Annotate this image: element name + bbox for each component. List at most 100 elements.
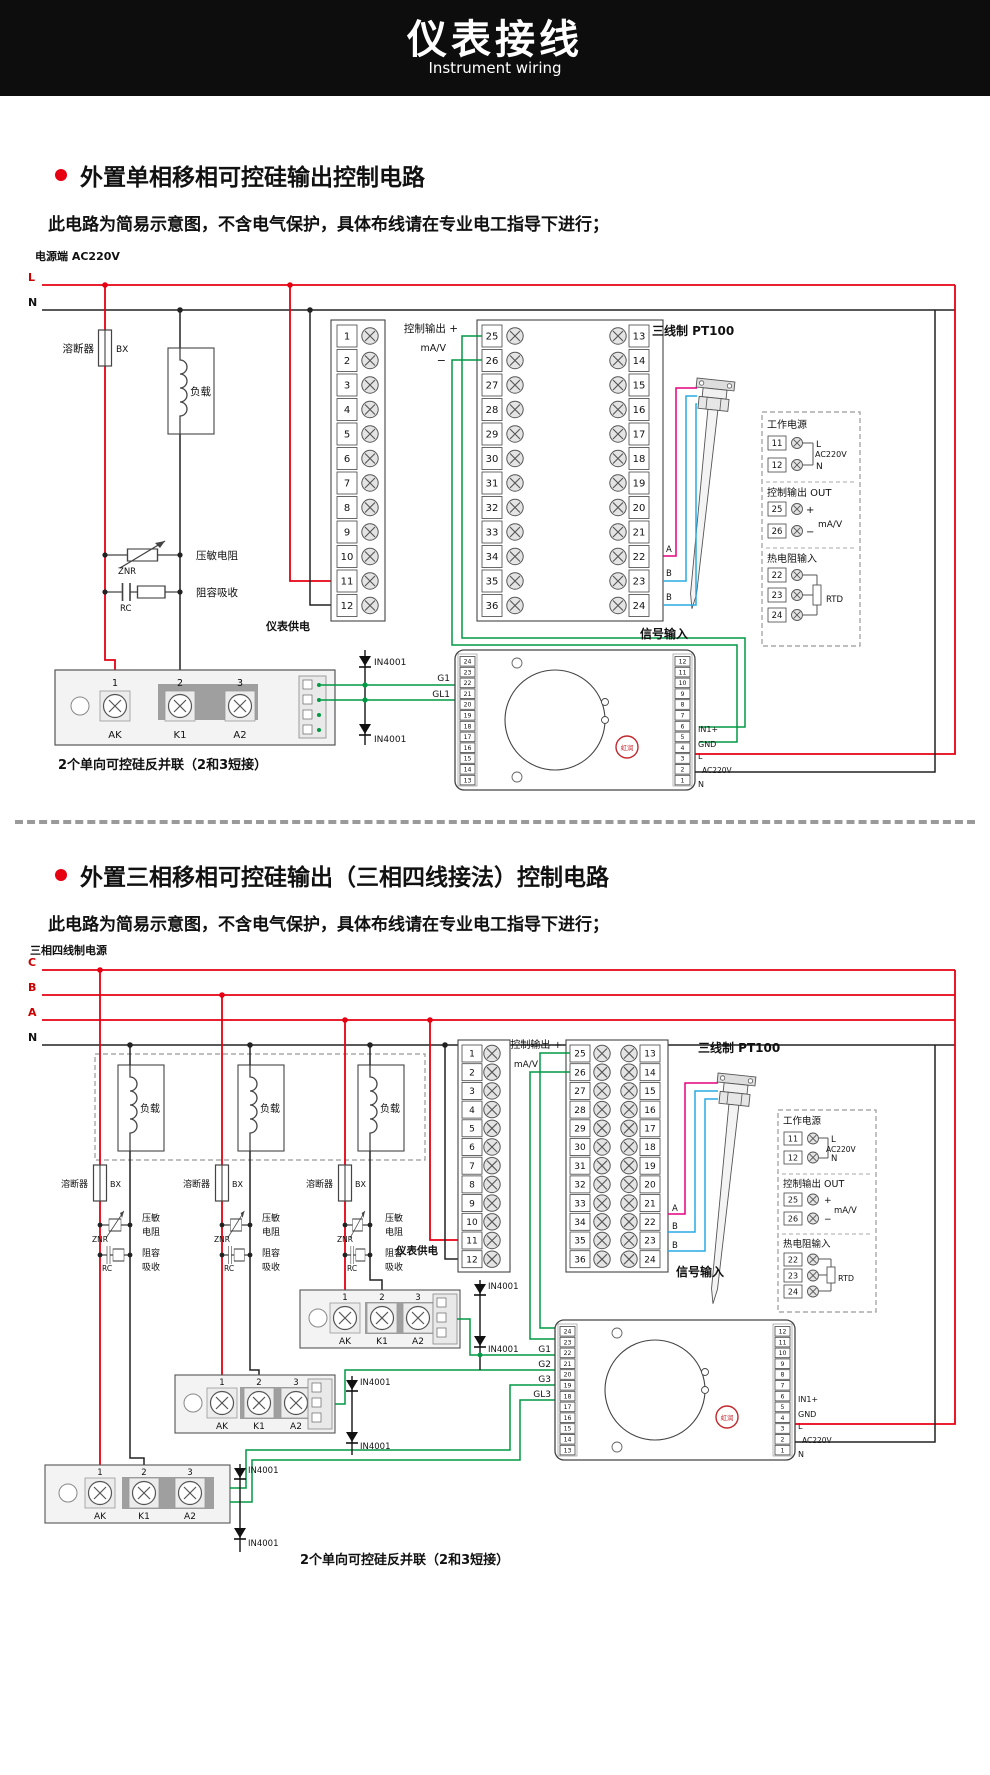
line-b-label: B <box>28 981 36 994</box>
dev-left-num-20: 20 <box>564 1372 572 1379</box>
dev-right-num-2: 2 <box>781 1437 785 1444</box>
terminal-right-box-14 <box>639 1063 661 1082</box>
terminal-mid-box-31 <box>569 1156 591 1175</box>
legend-power-box-12 <box>783 1150 803 1165</box>
scr-caption: 2个单向可控硅反并联（2和3短接） <box>300 1552 509 1568</box>
dev-left-num-24: 24 <box>564 1329 572 1336</box>
screw-terminal-icon <box>807 1132 819 1145</box>
znr-2: ZNR <box>214 1235 230 1244</box>
load-label: 负载 <box>190 385 211 398</box>
dev-right-box-7 <box>774 1380 791 1391</box>
page-title: 仪表接线 <box>407 17 583 63</box>
dev-right-num-1: 1 <box>781 1447 785 1454</box>
screw-terminal-icon <box>620 1156 638 1175</box>
terminal-left-num-8: 8 <box>344 503 350 514</box>
varistor-label-1a: 压敏 <box>142 1212 160 1224</box>
minus-label: − <box>437 354 446 367</box>
dev-gnd-label: GND <box>798 1410 816 1419</box>
diode-label-4: IN4001 <box>360 1442 391 1452</box>
legend-rtd: RTD <box>826 595 843 605</box>
terminal-mid-num-32: 32 <box>574 1181 585 1191</box>
dev-right-box-2 <box>774 1434 791 1445</box>
legend-rtd-box-24 <box>767 607 787 623</box>
dev-left-box-16 <box>559 1412 576 1423</box>
dev-ac-label: AC220V <box>802 1436 833 1445</box>
wire-a-label: A <box>666 545 672 555</box>
terminal-left-box-8 <box>336 496 358 519</box>
screw-terminal-icon <box>620 1138 638 1156</box>
dev-left-num-15: 15 <box>564 1426 572 1433</box>
m3-num-2: 2 <box>141 1468 146 1478</box>
rc-snubber-symbol <box>104 582 181 602</box>
terminal-mid-num-33: 33 <box>574 1199 585 1209</box>
dev-right-num-9: 9 <box>681 691 685 698</box>
terminal-mid-num-26: 26 <box>574 1068 586 1078</box>
dev-left-num-17: 17 <box>564 1404 572 1411</box>
terminal-left-num-7: 7 <box>344 479 350 490</box>
screw-terminal-icon <box>620 1194 638 1212</box>
dev-left-box-15 <box>459 753 476 764</box>
gate-wires <box>321 684 455 701</box>
terminal-mid-box-29 <box>481 422 503 446</box>
terminal-left-num-6: 6 <box>344 454 350 465</box>
rc-1: RC <box>102 1264 112 1273</box>
wire-b2-label: B <box>672 1241 678 1251</box>
dev-right-num-2: 2 <box>681 767 685 774</box>
terminal-mid-box-30 <box>569 1138 591 1156</box>
terminal-right-num-22: 22 <box>644 1218 655 1228</box>
dev-right-box-9 <box>774 1358 791 1369</box>
terminal-right-box-21 <box>628 520 650 544</box>
terminal-right-box-20 <box>639 1175 661 1194</box>
rc-label-2b: 吸收 <box>262 1261 280 1273</box>
znr-1: ZNR <box>92 1235 108 1244</box>
fuse-symbol-3 <box>337 1164 353 1202</box>
terminal-mid-num-25: 25 <box>574 1050 585 1060</box>
dev-right-num-6: 6 <box>681 723 685 730</box>
screw-terminal-icon <box>483 1119 501 1138</box>
screw-terminal-icon <box>609 572 627 590</box>
legend-n: N <box>816 462 823 472</box>
terminal-mid-num-31: 31 <box>486 479 499 490</box>
dev-right-box-12 <box>674 656 691 667</box>
legend-rtd-num-23: 23 <box>772 591 783 601</box>
dev-left-num-21: 21 <box>564 1361 572 1368</box>
terminal-left-box-6 <box>336 447 358 470</box>
m2-num-2: 2 <box>256 1378 261 1388</box>
screw-terminal-icon <box>807 1253 819 1266</box>
terminal-right-num-23: 23 <box>633 577 646 588</box>
varistor-label-1b: 电阻 <box>142 1226 160 1238</box>
screw-terminal-icon <box>791 437 803 449</box>
terminal-left-box-12 <box>336 594 358 617</box>
terminal-mid-box-34 <box>481 545 503 568</box>
screw-terminal-icon <box>483 1044 501 1063</box>
screw-terminal-icon <box>483 1063 501 1081</box>
terminal-mid-box-32 <box>481 496 503 519</box>
screw-terminal-icon <box>361 523 379 541</box>
legend-ac220: AC220V <box>815 450 847 459</box>
rc-label-3a: 阻容 <box>385 1247 403 1259</box>
dev-gnd-label: GND <box>698 740 716 749</box>
mav-label: mA/V <box>514 1060 539 1070</box>
terminal-left-box-2 <box>336 349 358 372</box>
scr-module-1: 1 2 3 AK K1 A2 <box>299 1289 461 1349</box>
terminal-left-num-4: 4 <box>469 1106 475 1116</box>
screw-terminal-icon <box>620 1231 638 1250</box>
dev-left-num-14: 14 <box>464 767 472 774</box>
power-rails <box>42 284 955 311</box>
dev-left-num-17: 17 <box>464 734 472 741</box>
controller-supply-wires <box>795 970 956 1443</box>
line-l-label: L <box>28 271 35 284</box>
terminal-left-box-8 <box>461 1175 483 1194</box>
terminal-mid-num-31: 31 <box>574 1162 585 1172</box>
m2-pin-ak: AK <box>216 1422 229 1432</box>
screw-terminal-icon <box>483 1100 501 1119</box>
screw-terminal-icon <box>609 474 627 492</box>
dev-left-num-13: 13 <box>464 777 472 784</box>
screw-terminal-icon <box>791 609 803 621</box>
rc-symbol-2 <box>221 1245 251 1265</box>
dev-left-num-16: 16 <box>464 745 472 752</box>
